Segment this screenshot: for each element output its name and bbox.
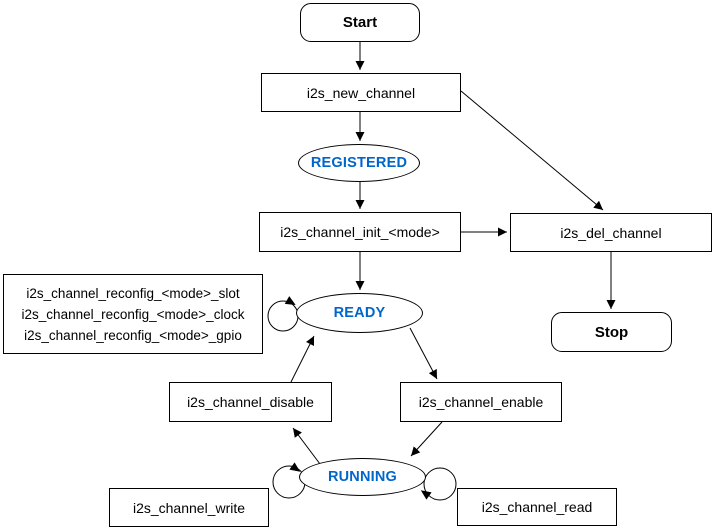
node-i2s-channel-init: i2s_channel_init_<mode> [259, 212, 461, 252]
node-i2s-channel-read: i2s_channel_read [457, 488, 617, 526]
node-i2s-channel-reconfig-list: i2s_channel_reconfig_<mode>_slot i2s_cha… [3, 274, 263, 354]
node-i2s-channel-disable: i2s_channel_disable [169, 382, 332, 422]
node-state-registered: REGISTERED [298, 144, 420, 182]
node-i2s-channel-write: i2s_channel_write [109, 488, 269, 527]
node-i2s-channel-enable: i2s_channel_enable [400, 382, 562, 422]
edge-new-channel-to-del-channel [460, 90, 604, 211]
self-loop-running-left-arrowhead [289, 462, 301, 472]
node-stop: Stop [551, 312, 672, 352]
self-loop-running-right [423, 467, 457, 501]
node-i2s-del-channel: i2s_del_channel [510, 213, 712, 252]
node-state-ready: READY [296, 293, 423, 333]
self-loop-ready-arrowhead [284, 296, 296, 305]
self-loop-running-right-arrowhead [420, 490, 432, 500]
edge-ready-to-enable [409, 327, 438, 380]
edge-running-to-disable [292, 427, 321, 465]
reconfig-line-clock: i2s_channel_reconfig_<mode>_clock [21, 306, 245, 322]
self-loop-running-left [272, 465, 306, 499]
node-state-running: RUNNING [299, 458, 426, 496]
edge-enable-to-running [410, 421, 443, 457]
reconfig-line-gpio: i2s_channel_reconfig_<mode>_gpio [24, 327, 242, 343]
node-i2s-new-channel: i2s_new_channel [261, 73, 461, 112]
node-start: Start [300, 3, 420, 42]
edge-disable-to-ready [290, 335, 315, 383]
self-loop-ready [267, 300, 299, 332]
reconfig-line-slot: i2s_channel_reconfig_<mode>_slot [26, 285, 240, 301]
